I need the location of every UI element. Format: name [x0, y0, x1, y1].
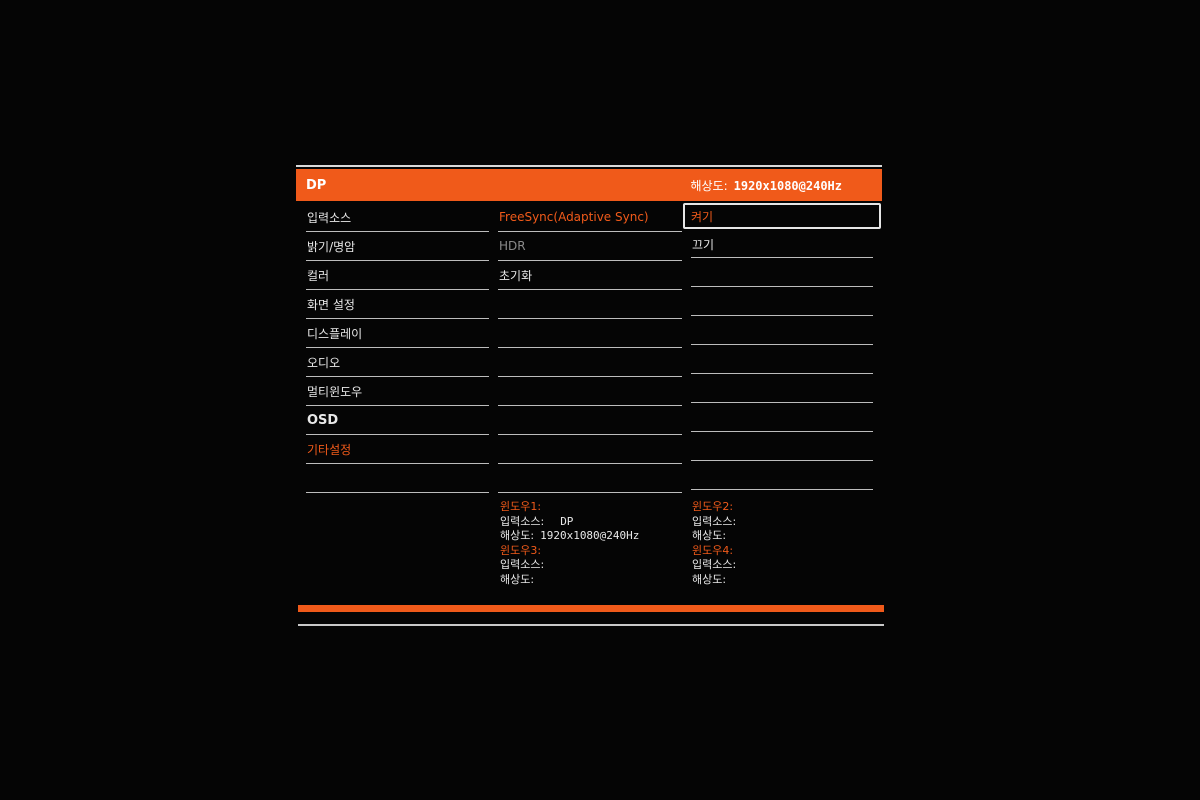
resolution-label: 해상도:	[690, 178, 728, 193]
osd-header: DP 해상도: 1920x1080@240Hz	[296, 169, 882, 201]
submenu-empty-row	[498, 377, 682, 406]
option-off[interactable]: 끄기	[691, 232, 873, 258]
option-empty-row	[691, 374, 873, 403]
window2-resolution: 해상도:	[692, 529, 727, 542]
menu-empty-row	[306, 464, 489, 493]
window1-resolution-value: 1920x1080@240Hz	[540, 529, 640, 542]
submenu-empty-row	[498, 290, 682, 319]
menu-item-osd[interactable]: OSD	[306, 406, 489, 435]
window2-title: 윈도우2:	[692, 500, 734, 513]
window3-input: 입력소스:	[500, 558, 545, 571]
option-empty-row	[691, 258, 873, 287]
top-divider	[296, 165, 882, 167]
footer-accent-bar	[298, 605, 884, 612]
menu-item-brightness-contrast[interactable]: 밝기/명암	[306, 232, 489, 261]
submenu-empty-row	[498, 464, 682, 493]
submenu-item-reset[interactable]: 초기화	[498, 261, 682, 290]
option-empty-row	[691, 432, 873, 461]
option-empty-row	[691, 461, 873, 490]
option-empty-row	[691, 345, 873, 374]
window-info-left: 윈도우1: 입력소스:DP 해상도:1920x1080@240Hz 윈도우3: …	[500, 500, 639, 587]
resolution-value: 1920x1080@240Hz	[733, 178, 842, 193]
menu-item-audio[interactable]: 오디오	[306, 348, 489, 377]
option-list: 켜기 끄기	[683, 203, 881, 490]
osd-menu: DP 해상도: 1920x1080@240Hz 입력소스 밝기/명암 컬러 화면 …	[296, 165, 884, 635]
main-menu: 입력소스 밝기/명암 컬러 화면 설정 디스플레이 오디오 멀티윈도우 OSD …	[306, 203, 489, 493]
menu-item-picture-settings[interactable]: 화면 설정	[306, 290, 489, 319]
option-empty-row	[691, 316, 873, 345]
window3-resolution: 해상도:	[500, 572, 535, 586]
option-on[interactable]: 켜기	[683, 203, 881, 229]
submenu-empty-row	[498, 319, 682, 348]
window1-input: 입력소스:DP	[500, 514, 574, 528]
window3-title: 윈도우3:	[500, 543, 542, 557]
window4-resolution: 해상도:	[692, 572, 727, 586]
submenu-item-freesync[interactable]: FreeSync(Adaptive Sync)	[498, 203, 682, 232]
window-info-right: 윈도우2: 입력소스: 해상도: 윈도우4: 입력소스: 해상도:	[692, 500, 736, 587]
menu-item-other-settings[interactable]: 기타설정	[306, 435, 489, 464]
window1-title: 윈도우1:	[500, 500, 542, 513]
submenu-item-hdr[interactable]: HDR	[498, 232, 682, 261]
menu-item-multi-window[interactable]: 멀티윈도우	[306, 377, 489, 406]
submenu-empty-row	[498, 435, 682, 464]
submenu-empty-row	[498, 348, 682, 377]
header-resolution: 해상도: 1920x1080@240Hz	[690, 177, 842, 194]
option-empty-row	[691, 403, 873, 432]
submenu-empty-row	[498, 406, 682, 435]
menu-item-input-source[interactable]: 입력소스	[306, 203, 489, 232]
option-empty-row	[691, 287, 873, 316]
window1-resolution: 해상도:1920x1080@240Hz	[500, 529, 640, 542]
window4-title: 윈도우4:	[692, 543, 734, 557]
footer-divider	[298, 624, 884, 626]
menu-item-display[interactable]: 디스플레이	[306, 319, 489, 348]
window1-input-value: DP	[560, 514, 574, 528]
menu-item-color[interactable]: 컬러	[306, 261, 489, 290]
window2-input: 입력소스:	[692, 514, 737, 528]
window4-input: 입력소스:	[692, 558, 737, 571]
sub-menu: FreeSync(Adaptive Sync) HDR 초기화	[498, 203, 682, 493]
current-input-source: DP	[306, 177, 327, 193]
